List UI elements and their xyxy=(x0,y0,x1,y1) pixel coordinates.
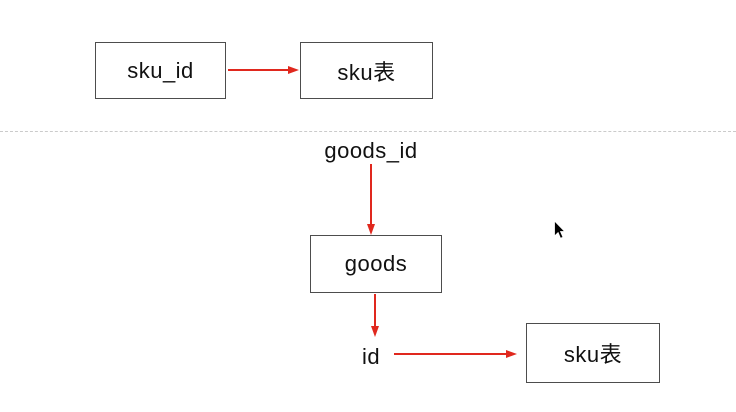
arrowhead-down-icon xyxy=(370,326,379,337)
arrow-goods-id-to-goods[interactable] xyxy=(366,164,376,235)
node-sku-table-top[interactable]: sku表 xyxy=(300,42,433,99)
label-id[interactable]: id xyxy=(361,344,381,369)
node-sku-id-label: sku_id xyxy=(127,57,194,83)
mouse-pointer-icon xyxy=(554,220,566,239)
node-sku-table-top-label: sku表 xyxy=(337,59,396,85)
arrow-shaft xyxy=(370,164,372,227)
node-sku-id[interactable]: sku_id xyxy=(95,42,226,99)
label-goods-id[interactable]: goods_id xyxy=(324,138,418,163)
node-goods[interactable]: goods xyxy=(310,235,442,293)
arrowhead-right-icon xyxy=(288,65,299,74)
arrow-shaft xyxy=(394,353,509,355)
arrowhead-right-icon xyxy=(506,349,517,358)
arrowhead-down-icon xyxy=(366,224,375,235)
arrow-goods-to-id[interactable] xyxy=(370,294,380,337)
arrow-shaft xyxy=(374,294,376,329)
node-sku-table-bottom-label: sku表 xyxy=(563,342,623,367)
arrow-sku-id-to-sku-table[interactable] xyxy=(228,65,299,75)
node-goods-label: goods xyxy=(344,251,408,276)
arrow-shaft xyxy=(228,69,291,71)
arrow-id-to-sku-table[interactable] xyxy=(394,349,517,359)
section-divider xyxy=(0,131,736,132)
node-sku-table-bottom[interactable]: sku表 xyxy=(526,323,660,383)
